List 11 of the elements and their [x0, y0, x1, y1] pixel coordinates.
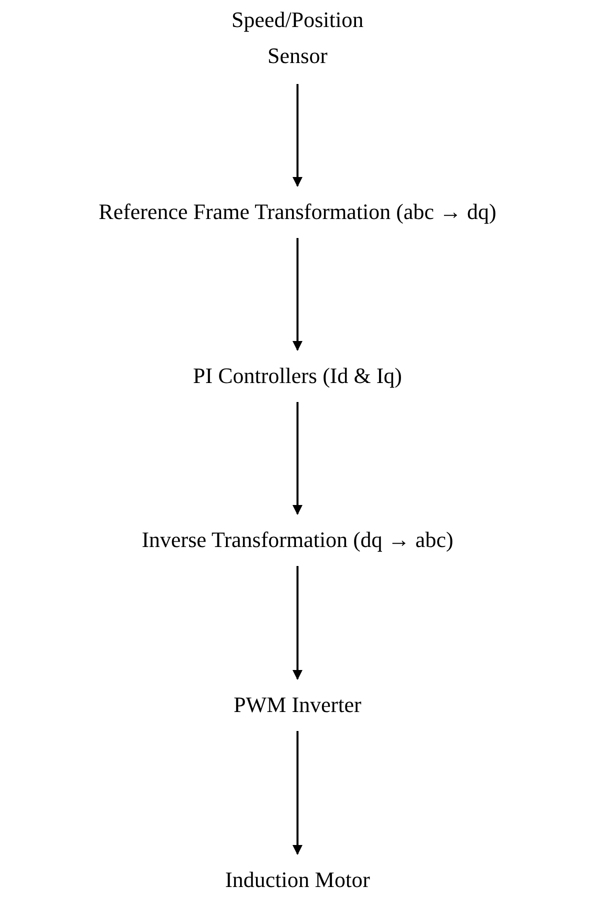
arrow	[292, 402, 302, 515]
arrow	[292, 84, 302, 187]
step-label: Speed/Position Sensor	[212, 2, 382, 74]
step-label: Inverse Transformation (dq → abc)	[98, 524, 498, 556]
arrow	[292, 731, 302, 855]
arrow	[292, 566, 302, 680]
arrow	[292, 238, 302, 351]
step-label: Induction Motor	[198, 864, 398, 896]
step-label: PI Controllers (Id & Iq)	[148, 360, 448, 392]
step-label: Reference Frame Transformation (abc → dq)	[78, 196, 518, 228]
step-label: PWM Inverter	[198, 689, 398, 721]
